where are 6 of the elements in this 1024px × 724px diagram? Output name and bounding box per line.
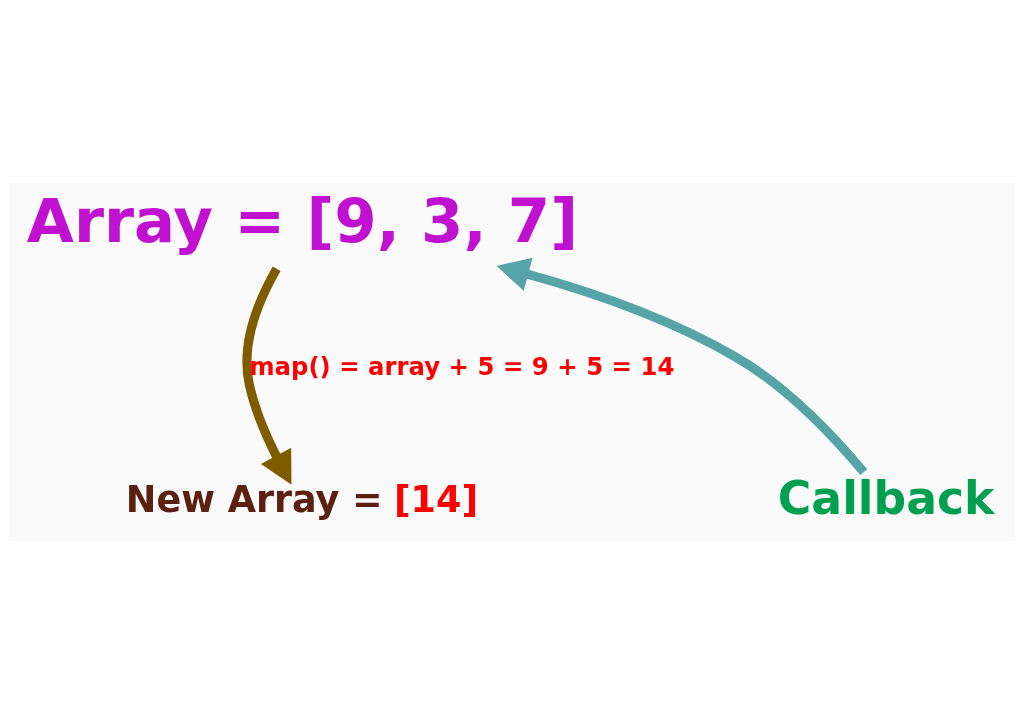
node-text: New Array = [14] (125, 477, 479, 521)
arrow (496, 257, 868, 476)
node-text: Array = [9, 3, 7] (26, 185, 579, 257)
node-text: Callback (777, 471, 995, 525)
arrow (242, 266, 292, 485)
edge-label: map() = array + 5 = 9 + 5 = 14 (249, 351, 675, 381)
